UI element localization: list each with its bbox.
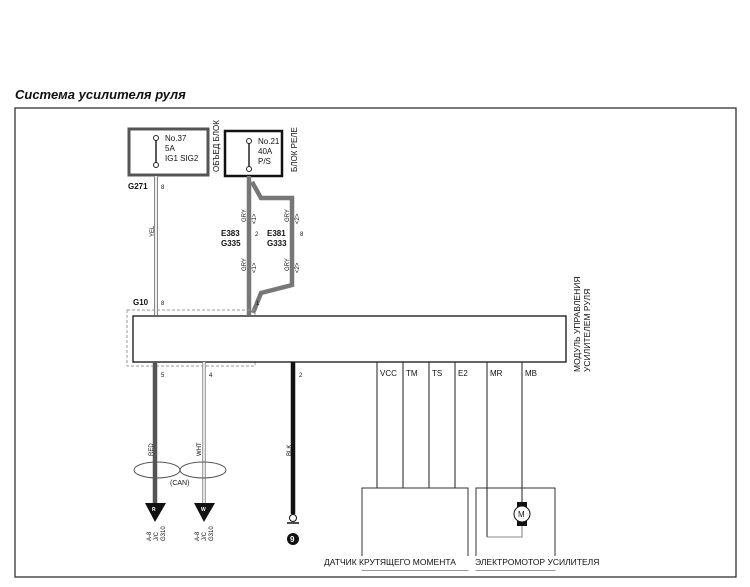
diagram-title: Система усилителя руля xyxy=(15,87,186,102)
terminal-w-icon xyxy=(194,503,215,522)
svg-text:40A: 40A xyxy=(258,147,273,156)
svg-text:MB: MB xyxy=(525,369,537,378)
terminal-r-icon xyxy=(145,503,166,522)
fuse-block-label: ОБЪЕД БЛОК xyxy=(212,120,221,172)
svg-text:5A: 5A xyxy=(165,144,175,153)
svg-text:2: 2 xyxy=(299,373,303,379)
svg-text:E2: E2 xyxy=(458,369,468,378)
svg-text:1: 1 xyxy=(256,301,260,307)
svg-text:2: 2 xyxy=(255,232,259,238)
svg-text:MR: MR xyxy=(490,369,503,378)
svg-text:RED: RED xyxy=(149,443,155,456)
svg-text:A-8: A-8 xyxy=(147,531,153,541)
ground-icon xyxy=(289,514,297,522)
svg-text:G310: G310 xyxy=(209,526,215,541)
svg-text:No.21: No.21 xyxy=(258,137,280,146)
fuse-no21: No.21 40A P/S xyxy=(223,129,284,178)
svg-text:GRY: GRY xyxy=(285,209,291,222)
svg-text:IG1 SIG2: IG1 SIG2 xyxy=(165,154,199,163)
motor-icon xyxy=(513,505,531,523)
svg-text:WHT: WHT xyxy=(197,442,203,456)
svg-text:TS: TS xyxy=(432,369,442,378)
svg-text:GRY: GRY xyxy=(242,258,248,271)
svg-text:<1>: <1> xyxy=(252,213,258,224)
svg-text:YEL: YEL xyxy=(150,225,156,237)
svg-text:BLK: BLK xyxy=(287,445,293,456)
svg-text:(CAN): (CAN) xyxy=(170,480,189,487)
svg-text:No.37: No.37 xyxy=(165,134,187,143)
svg-text:VCC: VCC xyxy=(380,369,397,378)
svg-text:G310: G310 xyxy=(161,526,167,541)
svg-text:G333: G333 xyxy=(267,239,287,248)
svg-text:4: 4 xyxy=(209,373,213,379)
svg-text:8: 8 xyxy=(161,301,165,307)
svg-text:E383: E383 xyxy=(221,229,240,238)
svg-text:P/S: P/S xyxy=(258,157,271,166)
svg-text:A-8: A-8 xyxy=(195,531,201,541)
svg-text:8: 8 xyxy=(161,185,165,191)
svg-text:<2>: <2> xyxy=(295,262,301,273)
svg-text:E381: E381 xyxy=(267,229,286,238)
svg-text:M: M xyxy=(518,510,525,519)
diagram-frame xyxy=(14,107,737,578)
wire-gry-2 xyxy=(250,180,295,314)
ground-point-badge xyxy=(287,533,299,545)
svg-text:МОДУЛЬ УПРАВЛЕНИЯ: МОДУЛЬ УПРАВЛЕНИЯ xyxy=(572,277,582,372)
svg-text:J/C: J/C xyxy=(154,531,160,541)
eps-control-module xyxy=(132,315,567,363)
svg-text:УСИЛИТЕЛЕМ РУЛЯ: УСИЛИТЕЛЕМ РУЛЯ xyxy=(582,289,592,372)
relay-block-label: БЛОК РЕЛЕ xyxy=(290,127,299,172)
svg-text:G335: G335 xyxy=(221,239,241,248)
torque-sensor-label: ДАТЧИК КРУТЯЩЕГО МОМЕНТА xyxy=(324,557,456,567)
svg-text:J/C: J/C xyxy=(202,531,208,541)
svg-text:8: 8 xyxy=(300,232,304,238)
svg-text:G271: G271 xyxy=(128,182,148,191)
motor-label: ЭЛЕКТРОМОТОР УСИЛИТЕЛЯ xyxy=(475,557,599,567)
signal-wires xyxy=(376,362,523,538)
svg-text:5: 5 xyxy=(161,373,165,379)
svg-text:R: R xyxy=(152,507,156,513)
svg-text:9: 9 xyxy=(290,535,295,544)
svg-text:TM: TM xyxy=(406,369,418,378)
svg-text:W: W xyxy=(201,507,206,513)
svg-text:GRY: GRY xyxy=(285,258,291,271)
fuse-no37: No.37 5A IG1 SIG2 xyxy=(127,127,210,177)
svg-text:GRY: GRY xyxy=(242,209,248,222)
svg-text:<2>: <2> xyxy=(295,213,301,224)
svg-text:<1>: <1> xyxy=(252,262,258,273)
svg-text:G10: G10 xyxy=(133,298,149,307)
